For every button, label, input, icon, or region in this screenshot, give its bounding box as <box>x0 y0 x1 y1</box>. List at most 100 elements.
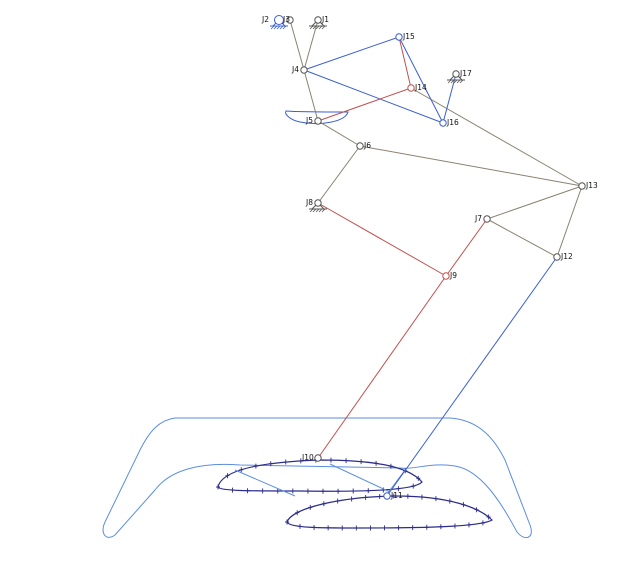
trace-tick-mark <box>290 488 295 494</box>
joint-circle-icon <box>314 16 322 24</box>
ground-hatch-icon <box>447 79 452 84</box>
ground-hatch-icon <box>315 208 320 213</box>
ground-hatch-icon <box>318 25 323 30</box>
ground-hatch-icon <box>279 25 284 30</box>
trace-tick-mark <box>245 488 250 494</box>
joint-j6[interactable]: J6 <box>356 141 371 150</box>
joint-label-j17: J17 <box>459 69 472 78</box>
link-j4-j15 <box>303 36 400 71</box>
joint-j10[interactable]: J10 <box>301 453 322 462</box>
trace-segment-a <box>234 469 296 497</box>
trace-tick-mark <box>433 496 438 502</box>
link-j8-j9 <box>317 202 447 277</box>
joint-circle-icon <box>553 253 561 261</box>
trace-tick-mark <box>268 461 273 467</box>
trace-tick-mark <box>297 523 302 529</box>
joint-j15[interactable]: J15 <box>395 32 415 41</box>
trace-tick-mark <box>447 498 452 504</box>
trace-tick-mark <box>363 495 368 501</box>
joint-label-j14: J14 <box>414 83 427 92</box>
joint-label-j7: J7 <box>474 214 482 223</box>
trace-tick-mark <box>461 502 466 508</box>
trace-tick-mark <box>335 498 340 504</box>
joint-circle-icon <box>383 492 391 500</box>
trace-segment-b <box>329 463 391 493</box>
ground-hatch-icon <box>315 25 320 30</box>
ground-hatch-icon <box>456 79 461 84</box>
joint-circle-icon <box>442 272 450 280</box>
link-j7-j9 <box>445 218 488 277</box>
joint-j2[interactable]: J2 <box>261 15 288 30</box>
trace-tick-mark <box>328 457 333 463</box>
trace-tick-mark <box>344 458 349 464</box>
joint-j11[interactable]: J11 <box>383 491 403 500</box>
trace-tick-mark <box>480 520 485 526</box>
joint-circle-icon <box>439 119 447 127</box>
joint-circle-icon <box>356 142 364 150</box>
trace-tick-mark <box>260 488 265 494</box>
link-j12-j11 <box>386 256 558 497</box>
ground-hatch-icon <box>450 79 455 84</box>
ground-hatch-icon <box>459 79 464 84</box>
ground-hatch-icon <box>282 25 287 30</box>
trace-tick-mark <box>466 522 471 528</box>
joint-j12[interactable]: J12 <box>553 252 573 261</box>
ground-hatch-icon <box>270 25 275 30</box>
trace-tick-mark <box>388 463 393 469</box>
trace-tick-mark <box>283 459 288 465</box>
outer-trace-curve <box>102 417 532 539</box>
joint-label-j1: J1 <box>321 15 329 24</box>
trace-tick-mark <box>349 496 354 502</box>
ground-hatch-icon <box>453 79 458 84</box>
joint-j8[interactable]: J8 <box>305 198 327 213</box>
joint-label-j9: J9 <box>449 271 457 280</box>
joint-j9[interactable]: J9 <box>442 271 457 280</box>
joint-j7[interactable]: J7 <box>474 214 491 223</box>
link-j9-j10 <box>317 275 447 459</box>
ground-hatch-icon <box>321 25 326 30</box>
trace-segment-c <box>384 469 406 498</box>
trace-tick-mark <box>298 458 303 464</box>
trace-tick-mark <box>253 463 258 469</box>
link-j6-j8 <box>317 145 361 204</box>
trace-tick-mark <box>368 525 373 531</box>
joint-label-j5: J5 <box>305 116 313 125</box>
joint-circle-icon <box>452 70 460 78</box>
ground-hatch-icon <box>318 208 323 213</box>
joint-label-j3: J3 <box>282 15 290 24</box>
trace-tick-mark <box>312 524 317 530</box>
link-j3-j4 <box>289 19 305 71</box>
trace-tick-mark <box>474 507 479 513</box>
link-j13-j12 <box>556 185 583 258</box>
trace-tick-mark <box>239 467 244 473</box>
trace-tick-mark <box>321 501 326 507</box>
trace-tick-mark <box>452 523 457 529</box>
joint-label-j8: J8 <box>305 198 313 207</box>
joint-j4[interactable]: J4 <box>291 65 308 74</box>
joint-label-j13: J13 <box>585 181 598 190</box>
joint-j17[interactable]: J17 <box>447 69 472 84</box>
joint-circle-icon <box>314 454 322 462</box>
link-j4-j16 <box>303 69 444 124</box>
ground-hatch-icon <box>276 25 281 30</box>
link-j16-j17 <box>442 73 457 124</box>
joint-j1[interactable]: J1 <box>309 15 329 30</box>
ground-hatch-icon <box>309 208 314 213</box>
trace-tick-mark <box>405 493 410 499</box>
joint-j13[interactable]: J13 <box>578 181 598 190</box>
trace-tick-mark <box>374 460 379 466</box>
joint-j3[interactable]: J3 <box>282 15 294 24</box>
link-j14-j13 <box>410 87 583 187</box>
trace-tick-mark <box>391 493 396 499</box>
joint-j14[interactable]: J14 <box>407 83 427 92</box>
link-j5-j14 <box>317 87 412 122</box>
joint-j16[interactable]: J16 <box>439 118 459 127</box>
trace-tick-mark <box>321 488 326 494</box>
trace-tick-marks <box>216 457 491 531</box>
trace-tick-mark <box>366 488 371 494</box>
joint-j5[interactable]: J5 <box>305 116 322 125</box>
trace-tick-mark <box>424 524 429 530</box>
